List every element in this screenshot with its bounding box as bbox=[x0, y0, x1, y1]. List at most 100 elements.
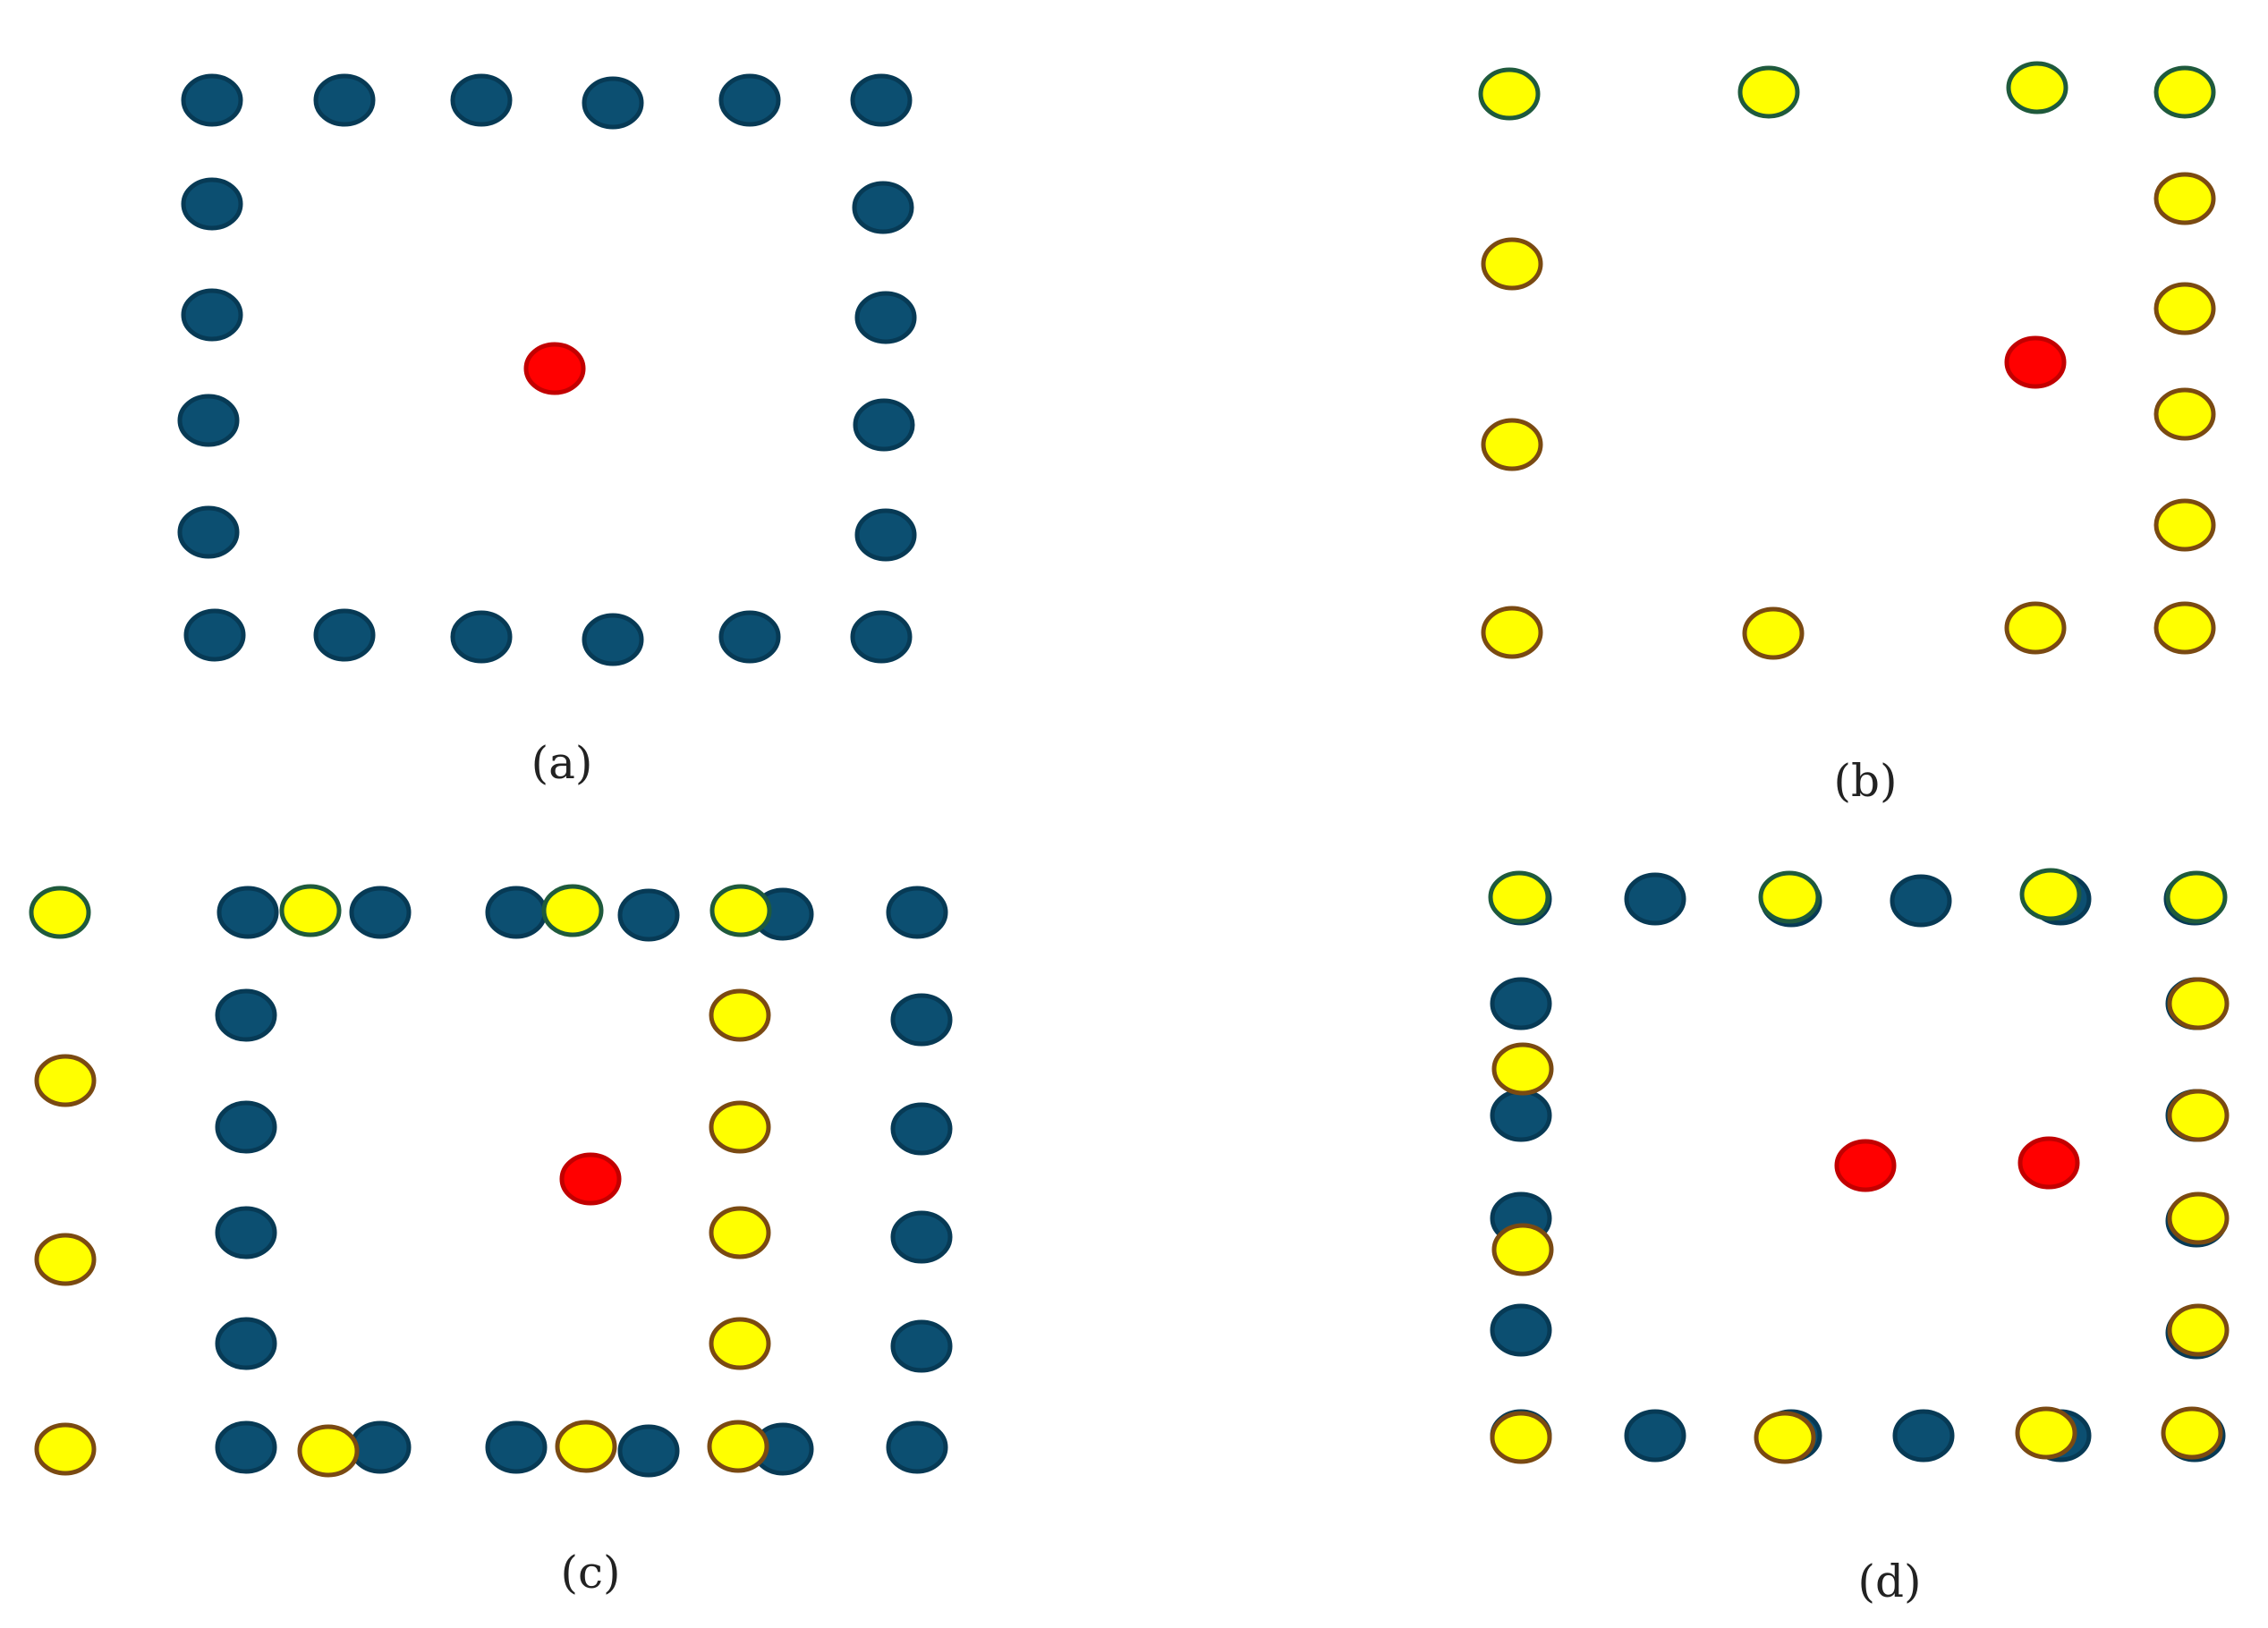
blue-node bbox=[485, 1420, 548, 1474]
blue-node bbox=[890, 993, 953, 1047]
blue-node bbox=[890, 1102, 953, 1156]
blue-node bbox=[485, 886, 548, 939]
blue-node bbox=[850, 610, 913, 664]
blue-node bbox=[177, 394, 240, 447]
yellow-node-brown-ring bbox=[555, 1420, 617, 1473]
blue-node bbox=[215, 1206, 277, 1259]
yellow-node-green-ring bbox=[541, 884, 604, 937]
yellow-node-brown-ring bbox=[34, 1054, 97, 1107]
yellow-node-brown-ring bbox=[1742, 606, 1805, 660]
blue-node bbox=[313, 73, 376, 127]
caption-b: (b) bbox=[1833, 755, 1897, 807]
blue-node bbox=[718, 610, 781, 664]
panel-d bbox=[1488, 868, 2230, 1464]
blue-node bbox=[617, 888, 680, 942]
yellow-node-brown-ring bbox=[34, 1233, 97, 1286]
red-target-node bbox=[1834, 1139, 1897, 1192]
blue-node bbox=[349, 886, 412, 939]
yellow-node-brown-ring bbox=[1490, 1411, 1552, 1464]
panel-c bbox=[29, 884, 953, 1478]
yellow-node-brown-ring bbox=[2153, 172, 2216, 225]
panel-b bbox=[1478, 61, 2216, 660]
yellow-node-green-ring bbox=[709, 884, 772, 937]
yellow-node-brown-ring bbox=[709, 1100, 771, 1154]
yellow-node-brown-ring bbox=[709, 1317, 771, 1370]
blue-node bbox=[181, 177, 243, 231]
panel-a bbox=[177, 73, 917, 666]
blue-node bbox=[854, 508, 917, 562]
yellow-node-brown-ring bbox=[1481, 418, 1543, 471]
yellow-node-brown-ring bbox=[1481, 606, 1543, 659]
yellow-node-green-ring bbox=[2006, 61, 2068, 114]
yellow-node-brown-ring bbox=[709, 988, 771, 1042]
blue-node bbox=[853, 398, 915, 452]
blue-node bbox=[890, 1210, 953, 1264]
caption-a: (a) bbox=[531, 737, 593, 789]
red-target-node bbox=[559, 1152, 622, 1206]
blue-node bbox=[215, 1317, 277, 1370]
blue-node bbox=[450, 610, 513, 664]
red-target-node bbox=[2017, 1136, 2080, 1190]
yellow-node-brown-ring bbox=[1481, 237, 1543, 291]
blue-node bbox=[1490, 1089, 1552, 1142]
caption-d: (d) bbox=[1857, 1556, 1921, 1607]
yellow-node-brown-ring bbox=[2167, 1191, 2230, 1245]
yellow-node-green-ring bbox=[2165, 870, 2228, 924]
blue-node bbox=[217, 886, 279, 939]
yellow-node-brown-ring bbox=[2015, 1406, 2077, 1460]
caption-c: (c) bbox=[560, 1547, 620, 1598]
yellow-node-green-ring bbox=[1478, 67, 1541, 121]
yellow-node-brown-ring bbox=[709, 1206, 771, 1259]
yellow-node-brown-ring bbox=[2167, 1089, 2230, 1142]
blue-node bbox=[890, 1319, 953, 1373]
yellow-node-green-ring bbox=[29, 886, 91, 939]
yellow-node-brown-ring bbox=[1754, 1411, 1816, 1464]
blue-node bbox=[183, 608, 246, 662]
blue-node bbox=[450, 73, 513, 127]
yellow-node-brown-ring bbox=[707, 1420, 769, 1473]
blue-node bbox=[215, 988, 277, 1042]
yellow-node-green-ring bbox=[1488, 870, 1550, 924]
blue-node bbox=[313, 608, 376, 662]
blue-node bbox=[582, 613, 644, 666]
blue-node bbox=[1890, 874, 1952, 928]
blue-node bbox=[1490, 977, 1552, 1030]
yellow-node-brown-ring bbox=[1491, 1223, 1554, 1276]
yellow-node-brown-ring bbox=[2161, 1406, 2223, 1460]
blue-node bbox=[718, 73, 781, 127]
blue-node bbox=[1892, 1409, 1955, 1463]
yellow-node-green-ring bbox=[279, 884, 342, 937]
yellow-node-brown-ring bbox=[1491, 1042, 1554, 1096]
blue-node bbox=[854, 291, 917, 344]
yellow-node-green-ring bbox=[1737, 65, 1800, 119]
red-target-node bbox=[523, 342, 586, 395]
yellow-node-brown-ring bbox=[297, 1424, 360, 1478]
yellow-node-brown-ring bbox=[2153, 498, 2216, 552]
blue-node bbox=[349, 1420, 412, 1474]
blue-node bbox=[582, 76, 644, 130]
yellow-node-brown-ring bbox=[2167, 977, 2230, 1030]
yellow-node-brown-ring bbox=[2153, 601, 2216, 655]
blue-node bbox=[1490, 1303, 1552, 1357]
blue-node bbox=[850, 73, 913, 127]
red-target-node bbox=[2004, 335, 2067, 389]
yellow-node-brown-ring bbox=[2153, 387, 2216, 441]
yellow-node-green-ring bbox=[2153, 65, 2216, 119]
yellow-node-green-ring bbox=[2019, 868, 2082, 921]
yellow-node-brown-ring bbox=[2004, 601, 2067, 655]
blue-node bbox=[215, 1420, 277, 1474]
blue-node bbox=[886, 886, 948, 939]
blue-node bbox=[1624, 872, 1686, 926]
blue-node bbox=[215, 1100, 277, 1154]
blue-node bbox=[177, 505, 240, 559]
yellow-node-brown-ring bbox=[34, 1422, 97, 1476]
yellow-node-green-ring bbox=[1758, 870, 1821, 924]
blue-node bbox=[1624, 1409, 1686, 1463]
blue-node bbox=[852, 181, 914, 234]
blue-node bbox=[886, 1420, 948, 1474]
blue-node bbox=[617, 1424, 680, 1478]
blue-node bbox=[181, 288, 243, 342]
blue-node bbox=[181, 73, 243, 127]
yellow-node-brown-ring bbox=[2167, 1303, 2230, 1357]
